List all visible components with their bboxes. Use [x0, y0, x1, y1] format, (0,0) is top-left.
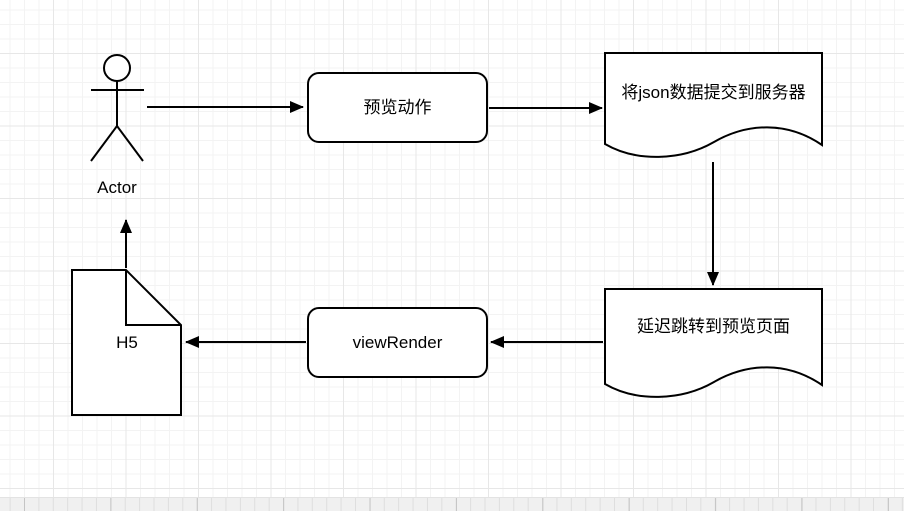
view-render-label: viewRender	[352, 332, 443, 352]
node-h5-page[interactable]	[71, 269, 182, 416]
preview-action-label: 预览动作	[363, 97, 432, 117]
node-actor[interactable]	[90, 54, 144, 162]
actor-label: Actor	[97, 178, 137, 197]
node-preview-action[interactable]	[307, 72, 488, 143]
h5-fold-line	[125, 270, 181, 326]
submit-json-label: 将json数据提交到服务器	[621, 83, 806, 102]
node-view-render[interactable]	[307, 307, 488, 378]
h5-label: H5	[116, 333, 138, 352]
delay-redirect-label: 延迟跳转到预览页面	[637, 317, 790, 336]
node-submit-json[interactable]	[604, 52, 823, 158]
horizontal-ruler	[0, 497, 904, 511]
node-delay-redirect[interactable]	[604, 288, 823, 398]
